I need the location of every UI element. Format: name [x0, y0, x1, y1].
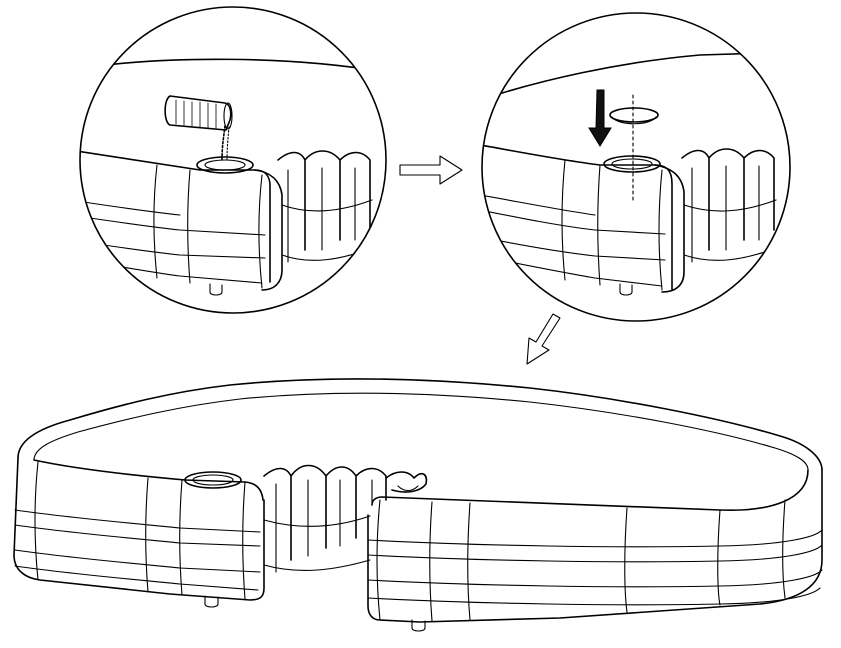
step-2-base-closeup [482, 51, 790, 296]
pour-stream-icon [221, 125, 230, 161]
step-2-circle-frame [481, 12, 791, 322]
pour-container-icon [164, 95, 233, 131]
step-1-base-closeup [80, 58, 386, 296]
step-1-circle-frame [79, 6, 387, 314]
cap-icon [609, 107, 659, 125]
step-2-detail [481, 12, 791, 322]
assembled-base [13, 378, 823, 632]
result-arrow-icon [526, 313, 561, 365]
push-down-arrow-icon [588, 89, 612, 147]
next-step-arrow-icon [399, 155, 463, 185]
step-1-detail [79, 6, 387, 314]
